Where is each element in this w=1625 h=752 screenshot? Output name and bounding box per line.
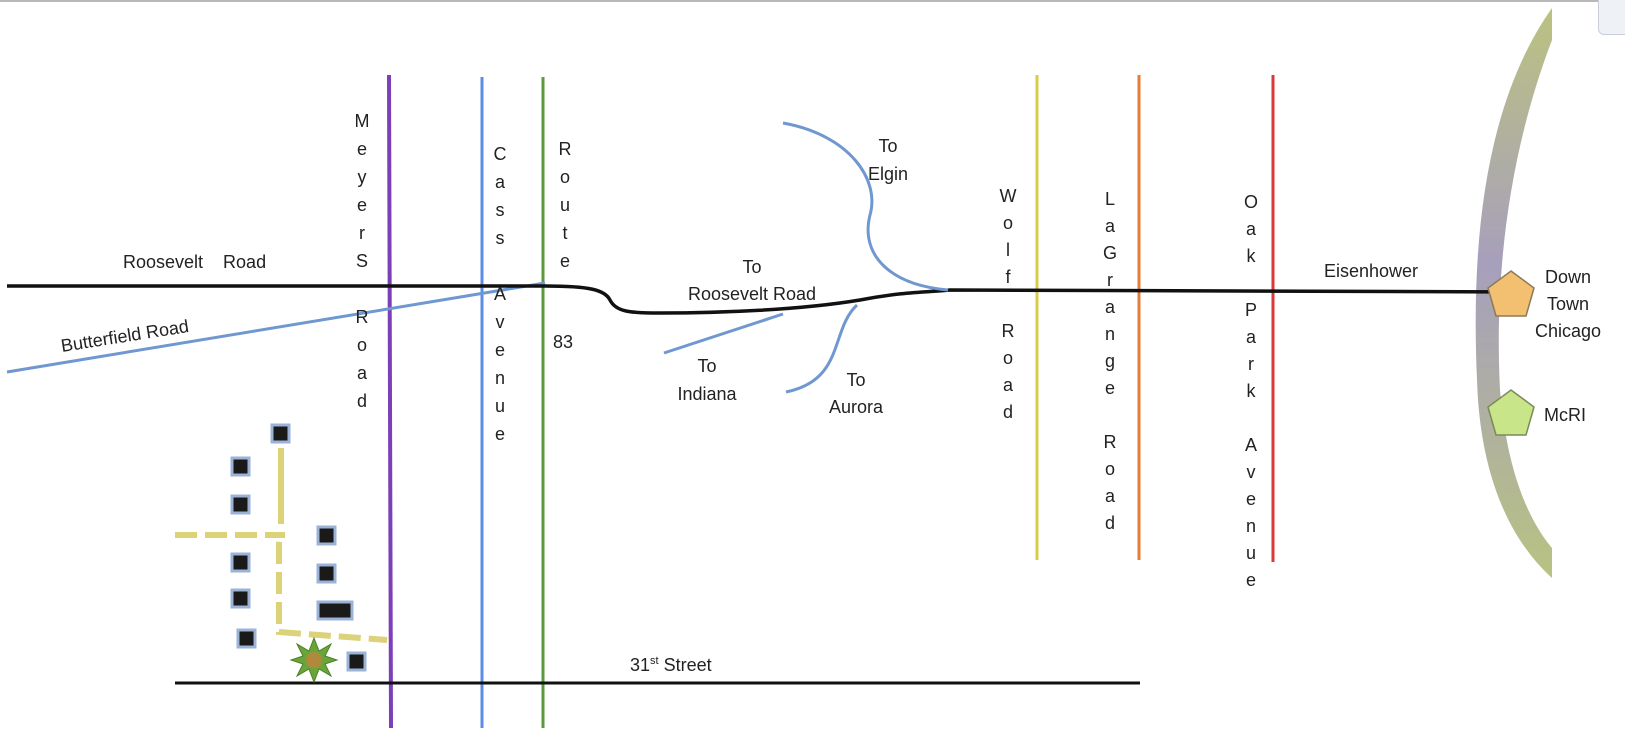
ramp-to-elgin bbox=[782, 121, 949, 292]
to-indiana-label-1: To bbox=[697, 356, 716, 376]
route-83-number-label: 83 bbox=[553, 332, 573, 352]
butterfield-road-label: Butterfield Road bbox=[59, 316, 190, 356]
to-roosevelt-label-1: To bbox=[742, 257, 761, 277]
31st-street-label: 31st Street bbox=[630, 655, 712, 675]
campus-dashed-path bbox=[175, 532, 388, 643]
building-marker bbox=[316, 600, 354, 621]
roosevelt-road-label: Roosevelt Road bbox=[123, 252, 266, 272]
to-elgin-label-2: Elgin bbox=[868, 164, 908, 184]
meyers-road-line bbox=[387, 74, 393, 729]
building-marker bbox=[230, 588, 251, 609]
building-marker bbox=[236, 628, 257, 649]
top-border bbox=[0, 0, 1625, 2]
building-marker bbox=[230, 456, 251, 477]
ramp-to-indiana bbox=[663, 312, 784, 355]
starburst-marker[interactable] bbox=[289, 636, 339, 684]
building-marker bbox=[316, 563, 337, 584]
building-marker bbox=[230, 494, 251, 515]
mcri-marker[interactable] bbox=[1487, 389, 1535, 436]
to-elgin-label-1: To bbox=[878, 136, 897, 156]
downtown-chicago-marker[interactable] bbox=[1487, 270, 1535, 317]
campus-buildings bbox=[230, 423, 367, 672]
ramp-to-aurora bbox=[785, 303, 859, 394]
eisenhower-label: Eisenhower bbox=[1324, 261, 1418, 281]
building-marker bbox=[270, 423, 291, 444]
downtown-arc bbox=[1475, 8, 1552, 578]
downtown-label-1: Down bbox=[1545, 267, 1591, 287]
building-marker bbox=[346, 651, 367, 672]
mcri-label: McRI bbox=[1544, 405, 1586, 425]
building-marker bbox=[316, 525, 337, 546]
downtown-label-3: Chicago bbox=[1535, 321, 1601, 341]
window-corner-control[interactable] bbox=[1598, 0, 1625, 35]
downtown-label-2: Town bbox=[1547, 294, 1589, 314]
to-indiana-label-2: Indiana bbox=[677, 384, 737, 404]
to-aurora-label-2: Aurora bbox=[829, 397, 884, 417]
butterfield-road-line bbox=[6, 281, 546, 374]
to-roosevelt-label-2: Roosevelt Road bbox=[688, 284, 816, 304]
building-marker bbox=[230, 552, 251, 573]
highway-line bbox=[7, 284, 1531, 315]
to-aurora-label-1: To bbox=[846, 370, 865, 390]
